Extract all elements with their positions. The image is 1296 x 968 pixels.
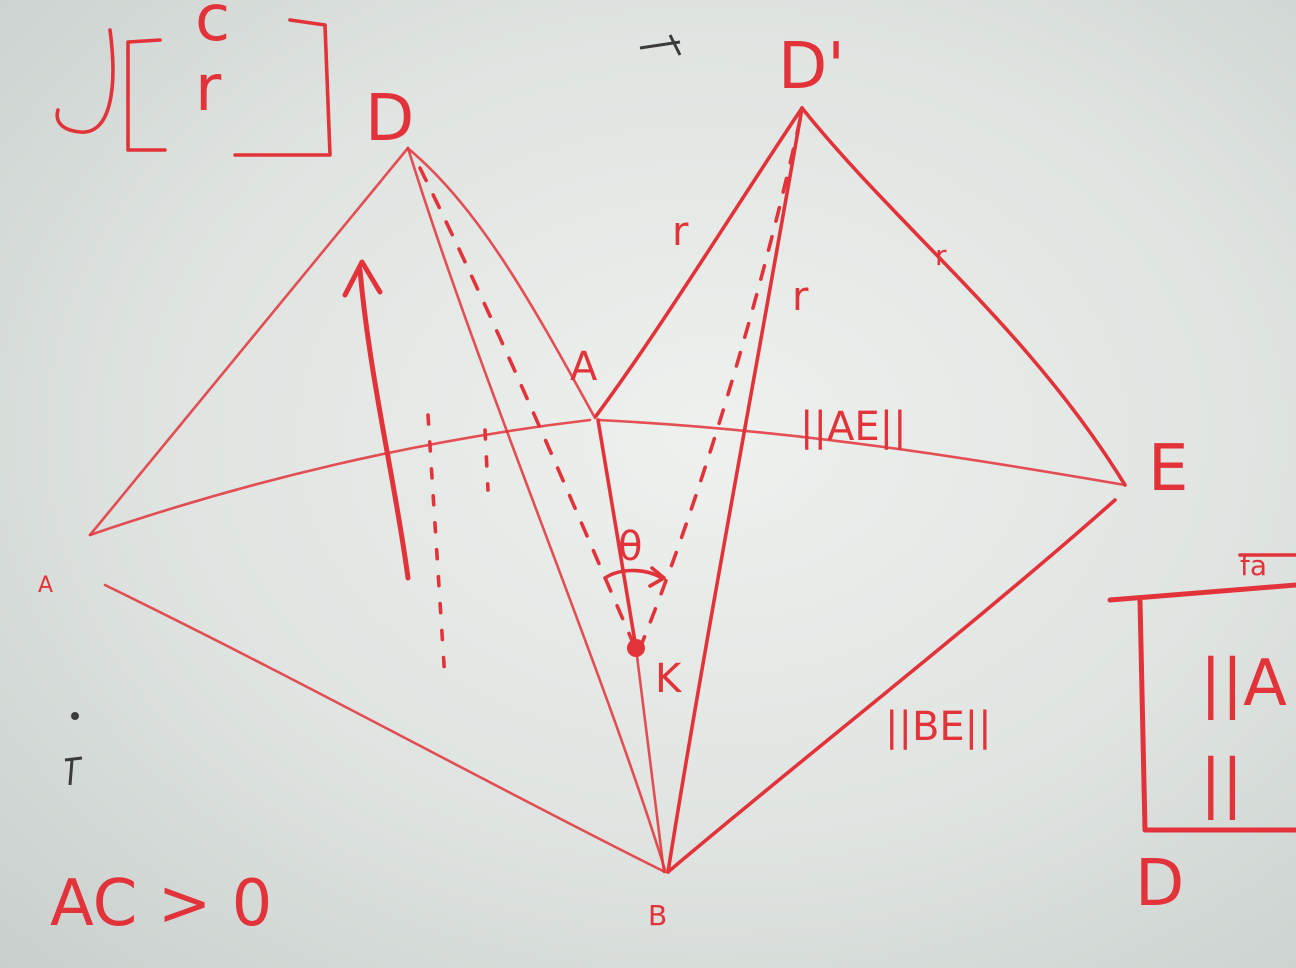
- box-outline: [1107, 582, 1296, 833]
- up-arrow-head: [342, 259, 383, 298]
- label-BE-norm: ||BE||: [885, 704, 992, 750]
- J-stroke: [55, 28, 115, 134]
- theta-angle-marker: [603, 566, 666, 588]
- edge-left-A-to-centerA: [88, 418, 592, 537]
- point-K-dot: [627, 639, 645, 657]
- label-r-left-edge: r: [672, 209, 689, 255]
- edge-D-to-B: [406, 146, 667, 872]
- label-fa-partial: fa: [1240, 549, 1267, 582]
- up-arrow-shaft: [357, 267, 411, 581]
- bracket-left: [126, 38, 167, 152]
- edge-K-to-B: [634, 646, 666, 874]
- edge-D-to-centerA-curved: [408, 148, 597, 420]
- label-norm-A-partial: ||A: [1200, 647, 1287, 721]
- label-AC-expr: AC > 0: [50, 867, 272, 941]
- label-D-prime: D': [778, 30, 845, 104]
- dashed-left-vertical-2: [483, 428, 490, 492]
- label-E: E: [1148, 432, 1188, 506]
- label-norm-second-partial: ||: [1200, 747, 1243, 821]
- edge-leftA-to-B: [103, 583, 667, 874]
- label-B: B: [648, 899, 667, 932]
- theta-arc-icon: [603, 568, 664, 580]
- edge-centerA-to-Dprime: [594, 106, 804, 418]
- black-dot: [71, 712, 79, 720]
- bottom-right-box: [1107, 553, 1296, 833]
- dashed-left-vertical-1: [426, 413, 447, 682]
- label-K: K: [655, 656, 683, 702]
- bracket-right: [233, 18, 332, 157]
- label-AE-norm: ||AE||: [800, 404, 907, 450]
- edge-Dprime-to-E: [800, 106, 1127, 487]
- label-c-topleft: c: [195, 0, 230, 56]
- dashed-Dprime-to-K: [638, 118, 802, 650]
- up-arrow: [342, 259, 411, 581]
- edge-B-to-E: [666, 498, 1117, 874]
- edge-centerA-to-E: [596, 418, 1127, 487]
- solid-edges: [88, 106, 1127, 874]
- top-left-bracket: [55, 18, 332, 157]
- edge-centerA-to-K: [596, 418, 638, 650]
- label-r-edge: r: [935, 239, 947, 272]
- edge-Dprime-to-B: [666, 106, 804, 874]
- edge-left-A-to-D: [88, 146, 410, 537]
- label-r-topleft: r: [195, 52, 222, 126]
- label-D-left: D: [365, 82, 414, 156]
- label-A-left: A: [38, 573, 53, 598]
- dashed-D-to-K: [418, 166, 636, 647]
- label-D-bottom-right: D: [1135, 847, 1184, 921]
- label-r-right: r: [792, 274, 809, 320]
- label-A-center: A: [570, 344, 598, 390]
- black-mark-I: [64, 756, 83, 786]
- black-scribbles: [64, 34, 682, 786]
- black-mark-top: [639, 34, 682, 56]
- dashed-edges: [418, 118, 802, 682]
- label-theta: θ: [618, 524, 642, 570]
- theta-arrowhead-icon: [648, 566, 666, 588]
